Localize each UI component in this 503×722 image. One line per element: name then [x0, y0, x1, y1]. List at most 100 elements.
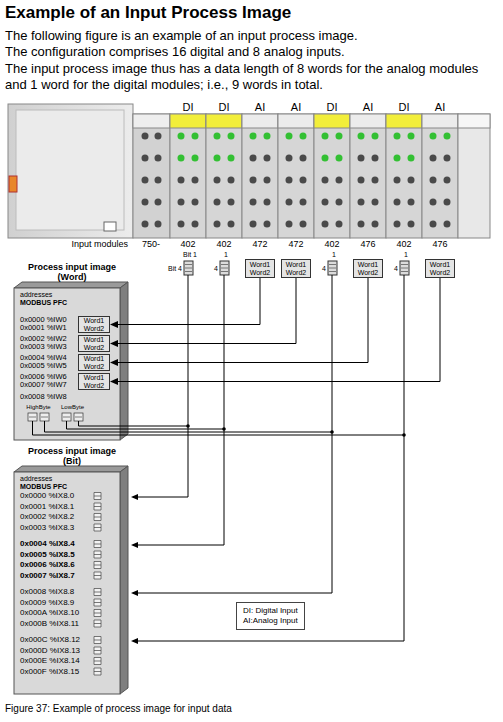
- bit-icon: [94, 620, 101, 627]
- led: [178, 155, 185, 162]
- connector: [111, 278, 260, 325]
- bit-number: 4: [322, 265, 326, 272]
- address: 0x0008 %IW8: [20, 393, 67, 401]
- io-module: [386, 114, 422, 238]
- led: [286, 155, 293, 162]
- led: [228, 155, 235, 162]
- led: [372, 177, 379, 184]
- led: [408, 221, 415, 228]
- address: 0x0004 %IX8.4: [20, 540, 75, 548]
- bit-group-line: [401, 268, 408, 269]
- bit-icon: [94, 493, 101, 500]
- module-type: DI: [183, 101, 194, 114]
- led: [264, 155, 271, 162]
- junction-dot: [330, 430, 334, 434]
- word-label: Word1: [250, 261, 271, 269]
- word-label: Word2: [430, 269, 451, 277]
- byte-label: HighByte: [26, 404, 50, 410]
- byte-icon-line: [63, 417, 70, 418]
- box-top: [14, 466, 128, 472]
- word-box: Word1Word2: [78, 316, 110, 333]
- bit-group-icon: [328, 261, 337, 275]
- led: [192, 133, 199, 140]
- bit-icon: [94, 503, 101, 510]
- body-text: The input process image thus has a data …: [5, 61, 500, 93]
- led: [228, 221, 235, 228]
- word-label: Word2: [286, 269, 307, 277]
- led: [372, 155, 379, 162]
- led: [192, 221, 199, 228]
- io-module: [242, 114, 278, 238]
- led: [444, 133, 451, 140]
- module-type: DI: [327, 101, 338, 114]
- process-image-box: [8, 262, 136, 442]
- bit-icon: [94, 610, 101, 617]
- module-header: [422, 114, 458, 128]
- address: 0x0008 %IX8.8: [20, 588, 74, 596]
- led: [286, 133, 293, 140]
- led: [300, 177, 307, 184]
- led: [192, 177, 199, 184]
- word-label: Word1: [84, 355, 105, 363]
- led: [394, 221, 401, 228]
- module-type: AI: [363, 101, 373, 114]
- led: [264, 133, 271, 140]
- bit-group-line: [221, 264, 228, 265]
- led: [250, 133, 257, 140]
- bit-number: 1: [224, 251, 228, 258]
- led: [142, 177, 149, 184]
- module-header: [206, 114, 242, 128]
- led: [286, 199, 293, 206]
- bit-icon: [94, 589, 101, 596]
- digital-wire: [224, 275, 225, 545]
- address: 0x0003 %IX8.3: [20, 524, 74, 532]
- byte-icon-line: [75, 417, 82, 418]
- byte-icon: [74, 413, 83, 421]
- led: [336, 199, 343, 206]
- word-label: Word1: [430, 261, 451, 269]
- led: [372, 221, 379, 228]
- word-label: Word2: [358, 269, 379, 277]
- module-header: [278, 114, 314, 128]
- led: [336, 221, 343, 228]
- bit-icon: [94, 562, 101, 569]
- address: 0x000E %IX8.14: [20, 657, 80, 665]
- controller-marker: [9, 176, 17, 192]
- byte-icon: [40, 413, 49, 421]
- bit-group-line: [329, 271, 336, 272]
- module-header: [314, 114, 350, 128]
- bit-icon: [94, 668, 101, 675]
- image-heading: Process input image (Bit): [22, 446, 122, 466]
- led: [300, 155, 307, 162]
- controller-port: [104, 222, 116, 231]
- module-number: 476: [432, 240, 447, 249]
- led: [178, 177, 185, 184]
- word-box: Word1Word2: [245, 259, 275, 278]
- led: [214, 199, 221, 206]
- box-front: [14, 472, 120, 694]
- controller-panel: [16, 110, 124, 230]
- led: [286, 177, 293, 184]
- bit-group-icon: [400, 261, 409, 275]
- arrowhead: [131, 590, 138, 596]
- word-label: Word2: [84, 382, 105, 390]
- module-type: DI: [399, 101, 410, 114]
- word-label: Word2: [84, 325, 105, 333]
- word-box: Word1Word2: [78, 335, 110, 352]
- byte-icon-line: [29, 417, 36, 418]
- address: 0x0000 %IX8.0: [20, 492, 74, 500]
- bit-number: 1: [332, 251, 336, 258]
- address: 0x0000 %IW0: [20, 316, 67, 324]
- address: 0x0006 %IX8.6: [20, 561, 75, 569]
- bit-group-icon: [184, 261, 193, 275]
- bit-group-line: [221, 271, 228, 272]
- box-side: [120, 282, 128, 440]
- led: [322, 221, 329, 228]
- bit-icon: [94, 572, 101, 579]
- led: [358, 221, 365, 228]
- column-heading: addresses: [20, 475, 52, 482]
- led: [264, 199, 271, 206]
- end-module: [458, 114, 490, 238]
- module-number: 750-: [142, 240, 160, 249]
- led: [178, 221, 185, 228]
